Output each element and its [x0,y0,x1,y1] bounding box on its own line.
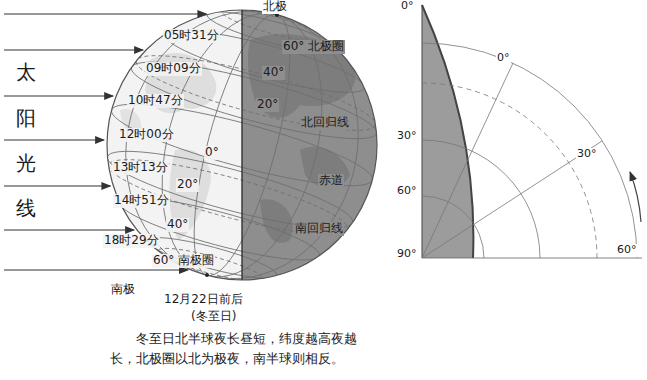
globe-label: 09时09分 [145,62,202,76]
globe-label: 12时00分 [118,128,175,142]
globe-label: 南回归线 [294,222,344,236]
globe-label: 20° [256,98,279,112]
scale-label: 60° [396,185,418,198]
sun-ray [4,13,206,14]
vertical-text: 光 [16,152,36,174]
sun-ray [4,139,104,140]
latitude-line [103,146,352,248]
globe-label: 10时47分 [127,94,184,108]
globe-label: 40° [262,66,285,80]
scale-label: 90° [396,248,418,261]
longitude-line [135,0,348,295]
globe-label: 20° [176,178,199,192]
terminator [241,10,242,280]
sun-ray [4,95,113,96]
globe-label: 南极 [110,283,136,297]
globe-label: 60° 北极圈 [282,40,345,54]
globe-label: 赤道 [318,174,344,188]
pole-dot [205,273,209,277]
globe-label: 40° [166,218,189,232]
vertical-text: 太 [16,61,36,83]
globe-label: 北回归线 [300,116,350,130]
globe-label: 0° [204,146,220,160]
sun-ray [4,269,188,270]
globe [96,0,442,305]
scale-label: 0° [496,52,511,65]
polar-view [422,5,642,258]
vertical-text: 线 [16,197,36,219]
globe-label: 12月22日前后 [163,293,244,307]
globe-label: 北极 [262,0,288,14]
vertical-text: 阳 [16,107,36,129]
night-side [242,0,442,300]
latitude-line [102,137,358,242]
continents [96,0,442,305]
longitude-line [96,0,388,305]
sun-rays [4,14,206,270]
globe-label: 13时13分 [112,161,169,175]
globe-label: 60° 南极圈 [152,254,215,268]
sun-ray [4,49,143,50]
globe-label: 14时51分 [113,194,170,208]
caption: 冬至日北半球夜长昼短，纬度越高夜越长，北极圈以北为极夜，南半球则相反。 [110,329,382,369]
scale-label: 30° [396,130,418,143]
rotation-arrow [630,172,641,222]
sun-ray [4,185,110,186]
scale-label: 30° [576,148,598,161]
scale-label: 60° [616,244,638,257]
latitude-line [144,230,280,286]
scale-label: 0° [400,0,415,13]
globe-label: (冬至日) [190,310,237,324]
globe-label: 05时31分 [163,29,220,43]
sun-ray [4,229,134,230]
globe-label: 18时29分 [103,234,160,248]
